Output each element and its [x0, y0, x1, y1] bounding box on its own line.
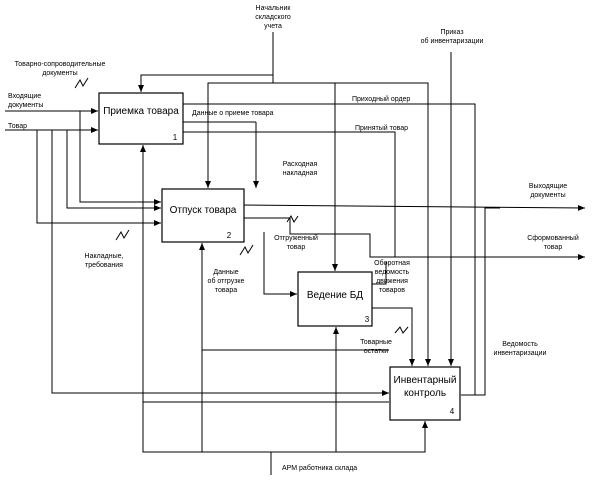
label-inventory-order-1: Приказ: [440, 29, 463, 36]
label-outgoing-docs-2: документы: [530, 192, 565, 199]
label-turnover-3: движения: [376, 278, 408, 285]
box-inventory-number: 4: [450, 407, 455, 416]
label-incoming-docs-1: Входящие: [8, 93, 41, 100]
box-db-number: 3: [365, 315, 370, 324]
label-formed-goods-2: товар: [544, 244, 563, 251]
label-shipped-goods-2: товар: [287, 244, 306, 251]
label-outgoing-docs-1: Выходящие: [529, 183, 567, 190]
label-invoices-2: требования: [85, 261, 123, 269]
label-stock-2: остатки: [364, 348, 389, 355]
label-shipment-data-3: товара: [215, 287, 237, 294]
box-shipping-title: Отпуск товара: [170, 205, 237, 216]
label-expense-invoice-1: Расходная: [283, 161, 318, 168]
labels: Начальник складского учета Приказ об инв…: [8, 5, 579, 472]
label-invoices-1: Накладные,: [85, 253, 124, 260]
label-shipment-data-2: об отгрузке: [208, 277, 245, 285]
label-turnover-4: товаров: [379, 287, 405, 294]
label-goods: Товар: [8, 123, 27, 130]
label-expense-invoice-2: накладная: [283, 170, 318, 177]
label-accompanying-docs-2: документы: [42, 70, 77, 77]
box-db-title: Ведение БД: [307, 290, 363, 301]
box-inventory-title-1: Инвентарный: [394, 375, 457, 386]
label-warehouse-manager-2: складского: [255, 14, 291, 21]
box-inventory[interactable]: Инвентарный контроль 4: [389, 366, 461, 421]
box-shipping[interactable]: Отпуск товара 2: [161, 188, 245, 243]
label-shipped-goods-1: Отгруженный: [274, 234, 318, 242]
label-formed-goods-1: Сформованный: [527, 234, 579, 242]
label-inventory-order-2: об инвентаризации: [421, 37, 484, 45]
label-warehouse-manager-1: Начальник: [256, 5, 292, 12]
label-receipt-data: Данные о приеме товара: [192, 110, 274, 117]
box-shipping-number: 2: [227, 231, 232, 240]
label-inventory-statement-2: инвентаризации: [494, 350, 547, 357]
label-turnover-2: ведомость: [375, 269, 410, 276]
label-incoming-docs-2: документы: [8, 102, 43, 109]
arrows: [5, 32, 586, 475]
label-receipt-order: Приходный ордер: [352, 95, 410, 103]
label-accompanying-docs-1: Товарно-сопроводительные: [15, 61, 106, 68]
label-stock-1: Товарные: [360, 339, 392, 346]
label-received-goods: Принятый товар: [355, 124, 408, 132]
box-receiving[interactable]: Приемка товара 1: [98, 92, 184, 145]
label-workstation: АРМ работника склада: [282, 464, 357, 472]
label-inventory-statement-1: Ведомость: [502, 341, 538, 348]
box-receiving-number: 1: [173, 133, 178, 142]
label-warehouse-manager-3: учета: [264, 23, 282, 30]
box-receiving-title: Приемка товара: [103, 106, 179, 117]
label-shipment-data-1: Данные: [213, 269, 238, 276]
label-turnover-1: Оборотная: [374, 259, 410, 267]
box-inventory-title-2: контроль: [404, 388, 446, 399]
box-db[interactable]: Ведение БД 3: [297, 271, 373, 327]
